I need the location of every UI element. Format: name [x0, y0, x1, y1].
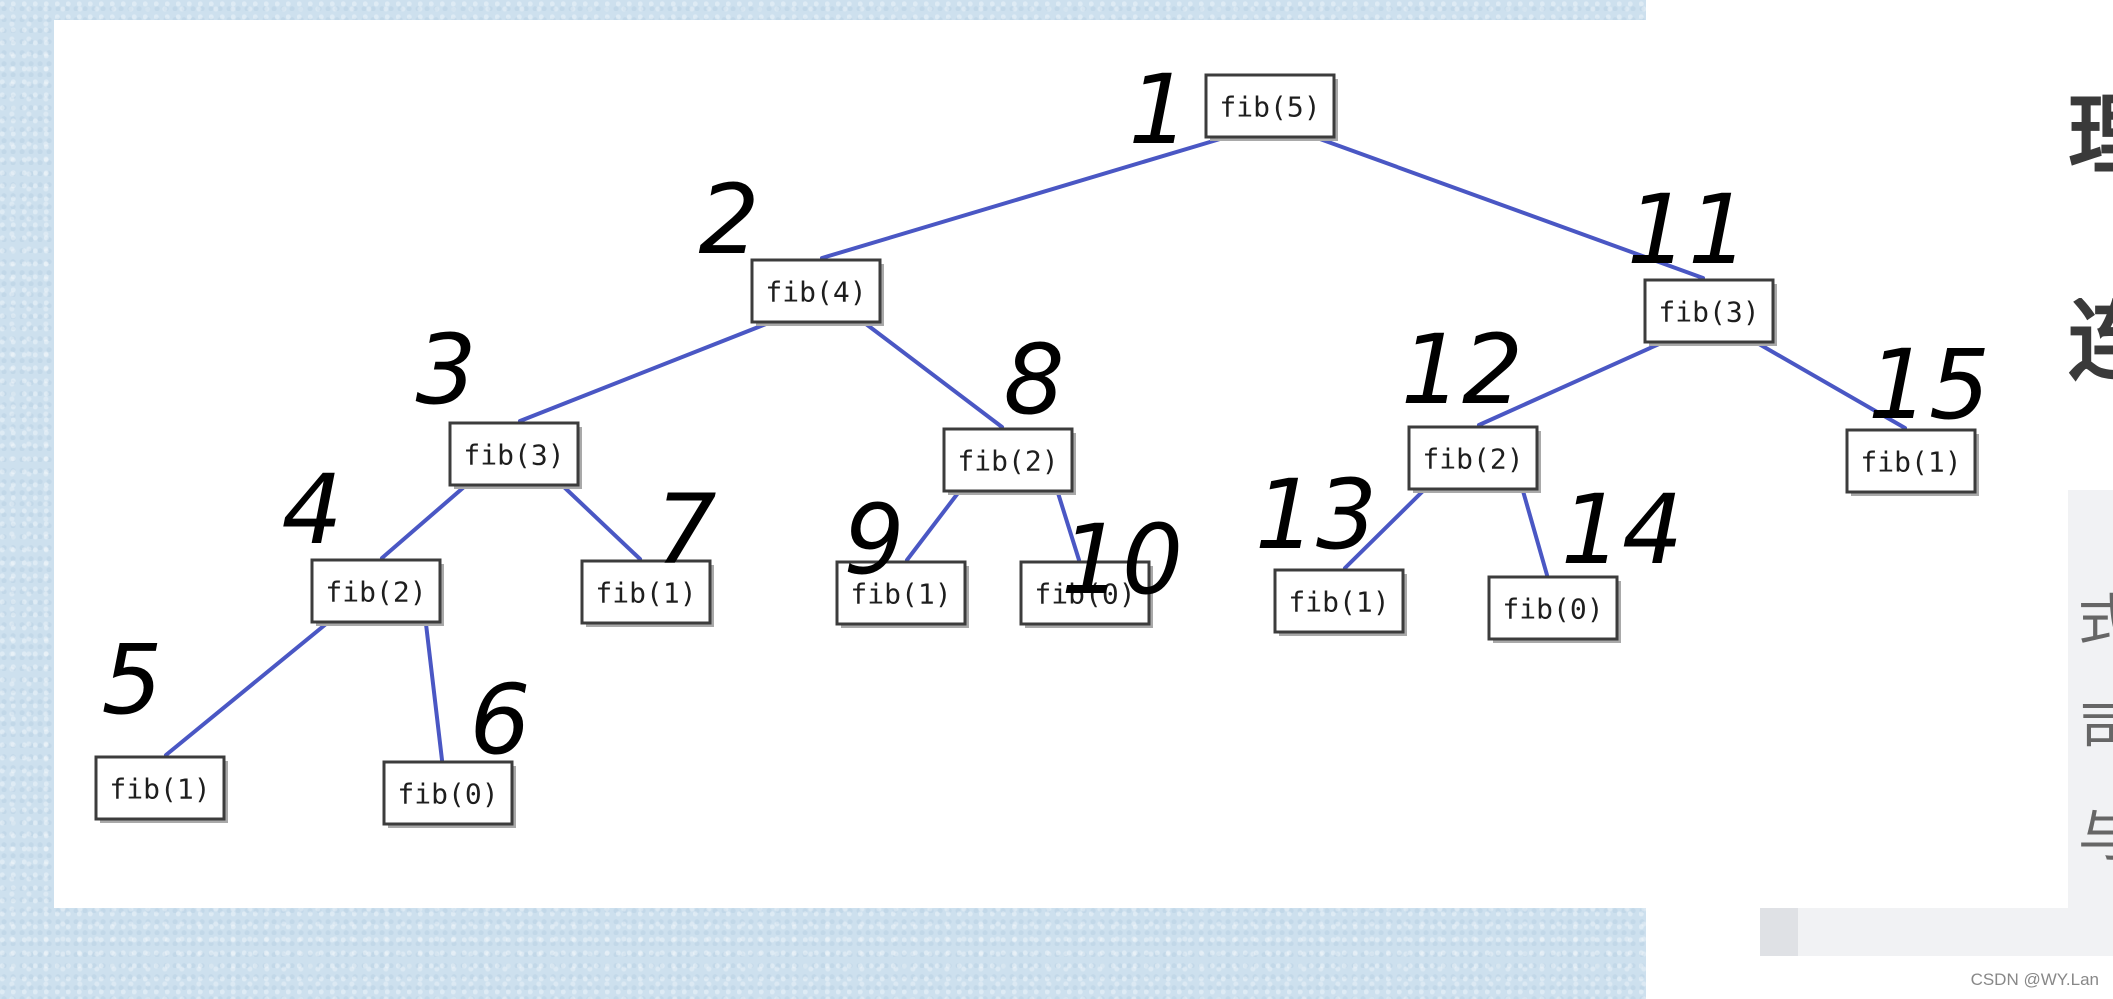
edges-layer: [164, 137, 1907, 762]
tree-node-label: fib(4): [765, 276, 866, 309]
tree-node-label: fib(2): [325, 576, 426, 609]
call-order-label: 1: [1128, 54, 1189, 166]
call-order-label: 6: [469, 664, 530, 776]
call-order-label: 3: [415, 314, 476, 426]
page-heading-1: 理: [2068, 92, 2113, 180]
tree-node-box: [1487, 575, 1619, 641]
tree-edge-n4-n5: [164, 622, 328, 757]
tree-node-label: fib(1): [850, 578, 951, 611]
call-order-label: 12: [1401, 314, 1523, 426]
call-order-label: 7: [655, 474, 716, 586]
tree-edge-n3-n7: [562, 485, 642, 561]
tree-node-label: fib(2): [1422, 443, 1523, 476]
tree-node-label: fib(2): [957, 445, 1058, 478]
call-order-label: 14: [1561, 474, 1683, 586]
tree-node-n12: fib(2): [1407, 425, 1541, 493]
tree-node-label: fib(0): [397, 778, 498, 811]
tree-node-n4: fib(2): [310, 558, 444, 626]
tree-node-n6: fib(0): [382, 760, 516, 828]
tree-node-n11: fib(3): [1643, 278, 1777, 346]
tree-node-n9: fib(1): [835, 560, 969, 628]
tree-node-label: fib(1): [109, 773, 210, 806]
tree-node-box: [1204, 73, 1336, 139]
tree-node-box: [310, 558, 442, 624]
panel-text-line-2: 司: [2078, 700, 2113, 760]
call-order-label: 10: [1061, 504, 1183, 616]
tree-edge-n1-n2: [820, 137, 1222, 260]
tree-edge-n12-n13: [1343, 489, 1425, 570]
call-order-label: 4: [281, 454, 342, 566]
tree-node-box: [835, 560, 967, 626]
tree-edge-n3-n4: [380, 485, 466, 560]
call-order-label: 5: [101, 624, 162, 736]
tree-node-n2: fib(4): [750, 258, 884, 326]
tree-edge-n2-n3: [518, 322, 768, 423]
tree-node-label: fib(1): [595, 577, 696, 610]
tree-node-box: [580, 559, 712, 625]
tree-node-label: fib(3): [463, 439, 564, 472]
tree-node-n7: fib(1): [580, 559, 714, 627]
panel-text-line-1: 式: [2078, 592, 2113, 652]
panel-accent: [1760, 908, 1798, 956]
tree-node-n14: fib(0): [1487, 575, 1621, 643]
tree-node-box: [1019, 560, 1151, 626]
call-order-label: 8: [1003, 324, 1064, 436]
tree-node-n8: fib(2): [942, 427, 1076, 495]
call-order-label: 9: [843, 484, 904, 596]
recursion-tree-card: fib(5) fib(4) fib(3) fib(2) fib(1) fib(0) fib(…: [54, 20, 2068, 908]
tree-node-n1: fib(5): [1204, 73, 1338, 141]
tree-node-n15: fib(1): [1845, 428, 1979, 496]
tree-node-n10: fib(0): [1019, 560, 1153, 628]
call-order-label: 15: [1868, 329, 1990, 441]
tree-node-label: fib(1): [1860, 446, 1961, 479]
nodes-layer: fib(5) fib(4) fib(3) fib(2) fib(1) fib(0) fib(…: [94, 73, 1979, 828]
watermark: CSDN @WY.Lan: [1970, 970, 2099, 989]
tree-node-label: fib(3): [1658, 296, 1759, 329]
tree-node-label: fib(0): [1034, 578, 1135, 611]
call-order-label: 13: [1255, 459, 1377, 571]
tree-edge-n1-n11: [1318, 137, 1705, 280]
page-heading-2: 连: [2068, 298, 2113, 386]
call-order-label: 2: [698, 164, 759, 276]
tree-edge-n4-n6: [424, 622, 444, 762]
tree-node-box: [1273, 568, 1405, 634]
call-order-label: 11: [1627, 174, 1749, 286]
tree-node-box: [448, 421, 580, 487]
tree-edge-n2-n8: [864, 322, 1004, 429]
tree-edge-n8-n9: [905, 491, 960, 562]
tree-node-box: [750, 258, 882, 324]
tree-node-box: [1845, 428, 1977, 494]
tree-node-label: fib(1): [1288, 586, 1389, 619]
tree-edge-n11-n12: [1477, 342, 1661, 427]
tree-node-box: [382, 760, 514, 826]
panel-text-line-3: 与: [2078, 808, 2113, 868]
tree-node-box: [1407, 425, 1539, 491]
tree-node-n13: fib(1): [1273, 568, 1407, 636]
tree-node-box: [94, 755, 226, 821]
tree-edge-n11-n15: [1757, 342, 1907, 430]
tree-node-box: [1643, 278, 1775, 344]
tree-edge-n12-n14: [1521, 489, 1549, 577]
tree-node-label: fib(5): [1219, 91, 1320, 124]
tree-node-n5: fib(1): [94, 755, 228, 823]
tree-node-box: [942, 427, 1074, 493]
tree-node-n3: fib(3): [448, 421, 582, 489]
fib-recursion-tree: fib(5) fib(4) fib(3) fib(2) fib(1) fib(0) fib(…: [94, 54, 1990, 828]
tree-edge-n8-n10: [1056, 491, 1081, 562]
tree-node-label: fib(0): [1502, 593, 1603, 626]
